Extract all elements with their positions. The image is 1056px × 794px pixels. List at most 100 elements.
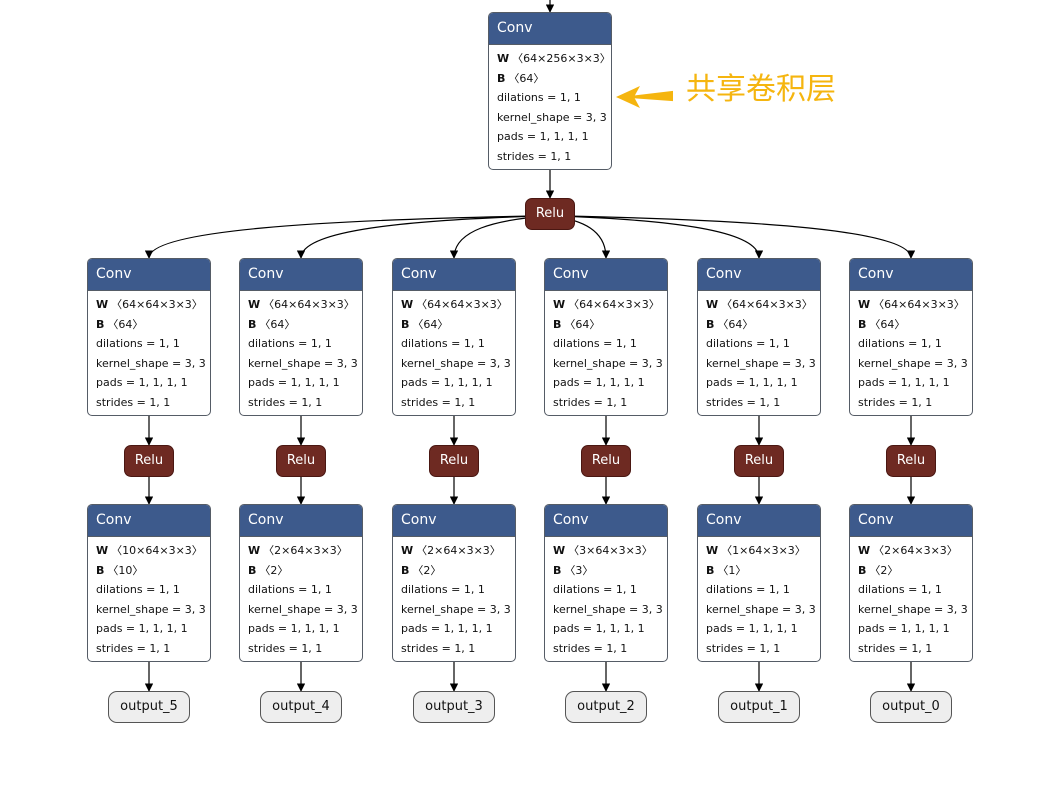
param-shape: 〈64〉 (564, 317, 601, 331)
conv-attribute: dilations = 1, 1 (553, 337, 637, 351)
conv-attribute: strides = 1, 1 (553, 641, 628, 655)
conv-title: Conv (88, 505, 210, 537)
shared-relu-node[interactable]: Relu (525, 198, 575, 230)
branch-fanout-edge (558, 215, 764, 259)
conv-attribute: dilations = 1, 1 (96, 337, 180, 351)
output-node[interactable]: output_0 (870, 691, 952, 723)
output-node[interactable]: output_3 (413, 691, 495, 723)
branch-relu-node[interactable]: Relu (886, 445, 936, 477)
branch-fanout-edge (144, 215, 534, 259)
param-key: W (553, 298, 566, 311)
conv-attribute: kernel_shape = 3, 3 (858, 356, 968, 370)
conv-title: Conv (698, 259, 820, 291)
param-key: B (497, 71, 506, 85)
branch-relu-node[interactable]: Relu (124, 445, 174, 477)
param-key: B (706, 317, 715, 331)
param-key: W (858, 298, 871, 311)
conv-attribute: strides = 1, 1 (96, 641, 171, 655)
conv-attribute: pads = 1, 1, 1, 1 (96, 376, 188, 390)
conv-attribute: kernel_shape = 3, 3 (248, 602, 358, 616)
conv-attribute: strides = 1, 1 (706, 395, 781, 409)
conv-title: Conv (545, 259, 667, 291)
output-node[interactable]: output_5 (108, 691, 190, 723)
output-node[interactable]: output_1 (718, 691, 800, 723)
param-key: W (401, 298, 414, 311)
param-key: W (248, 298, 261, 311)
param-shape: 〈64×64×3×3〉 (568, 298, 660, 311)
param-key: B (96, 317, 105, 331)
param-shape: 〈64〉 (107, 317, 144, 331)
conv-param-w: W〈2×64×3×3〉 (858, 541, 972, 561)
branch-relu-node[interactable]: Relu (581, 445, 631, 477)
param-shape: 〈10〉 (107, 563, 144, 577)
conv-param-w: W〈64×64×3×3〉 (858, 295, 972, 315)
param-shape: 〈64〉 (259, 317, 296, 331)
branch-relu-node[interactable]: Relu (276, 445, 326, 477)
branch-relu-node[interactable]: Relu (734, 445, 784, 477)
conv-attribute: dilations = 1, 1 (706, 583, 790, 597)
param-key: B (706, 563, 715, 577)
conv-attribute: pads = 1, 1, 1, 1 (553, 622, 645, 636)
param-shape: 〈64〉 (412, 317, 449, 331)
param-shape: 〈2×64×3×3〉 (263, 544, 348, 557)
output-node[interactable]: output_4 (260, 691, 342, 723)
conv-attribute: pads = 1, 1, 1, 1 (706, 622, 798, 636)
conv-title: Conv (393, 505, 515, 537)
conv-param-w: W〈2×64×3×3〉 (401, 541, 515, 561)
conv-param-b: B〈64〉 (497, 69, 611, 89)
conv-param-w: W〈64×64×3×3〉 (706, 295, 820, 315)
conv-title: Conv (698, 505, 820, 537)
conv-attribute: dilations = 1, 1 (248, 583, 332, 597)
conv-attribute: dilations = 1, 1 (401, 583, 485, 597)
branch-relu-node[interactable]: Relu (429, 445, 479, 477)
conv-attribute: strides = 1, 1 (401, 395, 476, 409)
conv-attribute: strides = 1, 1 (706, 641, 781, 655)
conv-param-w: W〈3×64×3×3〉 (553, 541, 667, 561)
conv-attribute: strides = 1, 1 (248, 641, 323, 655)
conv-attribute: kernel_shape = 3, 3 (553, 356, 663, 370)
param-shape: 〈64〉 (717, 317, 754, 331)
conv-attribute: strides = 1, 1 (553, 395, 628, 409)
conv-attribute: kernel_shape = 3, 3 (706, 602, 816, 616)
conv-param-b: B〈2〉 (858, 561, 972, 581)
conv-param-b: B〈2〉 (401, 561, 515, 581)
param-shape: 〈64×64×3×3〉 (263, 298, 355, 311)
conv-title: Conv (393, 259, 515, 291)
conv-attribute: strides = 1, 1 (858, 395, 933, 409)
conv-title: Conv (545, 505, 667, 537)
conv-attribute: dilations = 1, 1 (858, 337, 942, 351)
conv-param-b: B〈1〉 (706, 561, 820, 581)
output-node[interactable]: output_2 (565, 691, 647, 723)
param-key: W (96, 544, 109, 557)
conv-attribute: pads = 1, 1, 1, 1 (858, 376, 950, 390)
annotation-arrowhead (616, 86, 640, 108)
param-shape: 〈64×64×3×3〉 (416, 298, 508, 311)
conv-attribute: pads = 1, 1, 1, 1 (401, 622, 493, 636)
conv-attribute: dilations = 1, 1 (248, 337, 332, 351)
conv-attribute: kernel_shape = 3, 3 (497, 110, 607, 124)
conv-param-w: W〈10×64×3×3〉 (96, 541, 210, 561)
conv-attribute: pads = 1, 1, 1, 1 (248, 376, 340, 390)
conv-attribute: strides = 1, 1 (497, 149, 572, 163)
conv-attribute: strides = 1, 1 (248, 395, 323, 409)
